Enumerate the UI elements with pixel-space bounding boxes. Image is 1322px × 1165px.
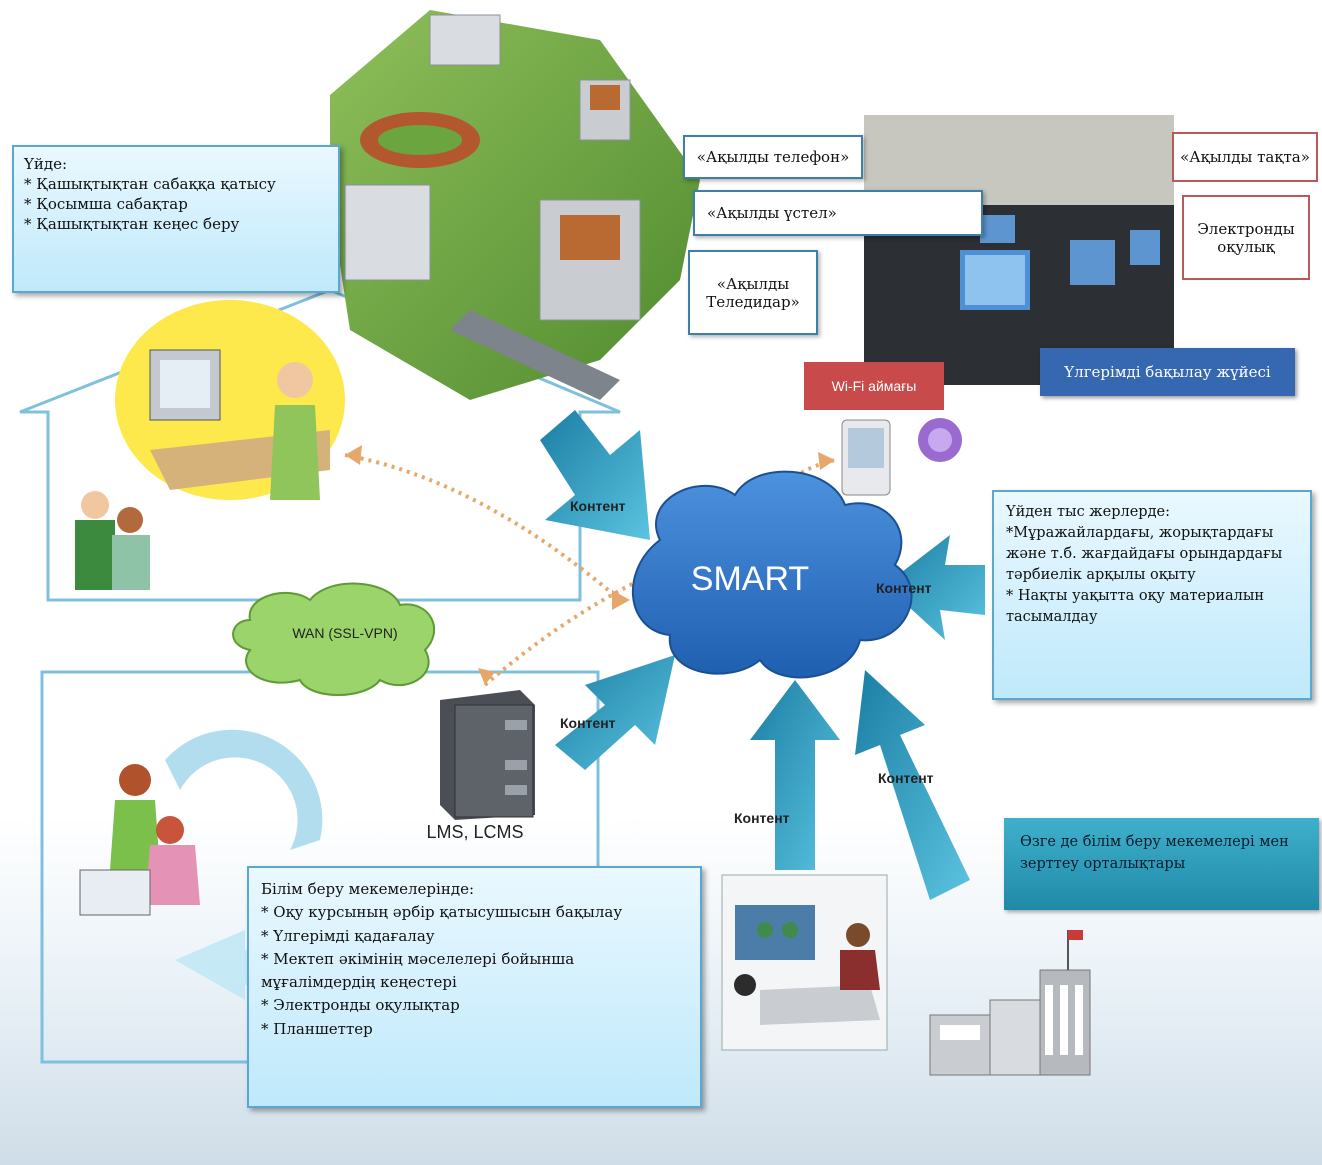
institutions-box-item: * Электронды оқулықтар [261,996,460,1015]
arrow-from-campus [540,410,650,540]
partners-box: Өзге де білім беру мекемелері мен зертте… [1004,818,1319,910]
institutions-box-item: * Мектеп әкімінің мәселелері бойынша мұғ… [261,949,575,991]
smart-board-label: «Ақылды тақта» [1172,132,1318,182]
arrow-from-server [555,655,675,770]
home-box-item: * Қосымша сабақтар [24,195,188,213]
institutions-box-item: * Үлгерімді қадағалау [261,926,435,945]
content-label-server: Контент [560,715,616,731]
smart-table-label: «Ақылды үстел» [693,190,983,236]
institutions-box: Білім беру мекемелерінде: * Оқу курсының… [247,866,702,1108]
server-illustration [440,690,535,820]
home-box-item: * Қашықтықтан сабаққа қатысу [24,175,276,193]
arrow-from-videoconf [750,680,840,870]
smart-cloud [631,470,913,679]
institutions-box-item: * Планшеттер [261,1019,373,1038]
smart-cloud-label: SMART [690,560,810,598]
content-label-outside: Контент [876,580,932,596]
ebook-label: Электронды оқулық [1182,195,1310,280]
home-box: Үйде: * Қашықтықтан сабаққа қатысу * Қос… [12,145,340,293]
institution-building-illustration [929,930,1091,1076]
arrow-from-outside [885,535,985,640]
content-label-videoconf: Контент [734,810,790,826]
teacher-student-illustration [79,729,323,1000]
dotted-arrow-head-home [345,445,362,465]
content-arrows [540,410,985,900]
progress-system-label: Үлгерімді бақылау жүйесі [1040,348,1295,396]
smart-phone-label: «Ақылды телефон» [683,135,863,179]
wan-cloud [232,582,436,696]
home-box-item: * Қашықтықтан кеңес беру [24,215,240,233]
home-box-title: Үйде: [24,155,68,173]
institutions-box-title: Білім беру мекемелерінде: [261,880,474,898]
wan-label: WAN (SSL-VPN) [292,625,398,641]
video-conference-illustration [721,874,888,1051]
content-label-campus: Контент [570,498,626,514]
computer-lab-photo [864,115,1174,385]
institutions-box-item: * Оқу курсының әрбір қатысушысын бақылау [261,903,623,922]
home-user-illustration [75,300,345,590]
campus-illustration [330,10,700,400]
wifi-zone-label: Wi-Fi аймағы [804,362,944,410]
dotted-arrow-head-server [478,668,495,685]
server-label: LMS, LCMS [426,822,524,842]
arrow-from-institution [855,670,970,900]
dotted-arrow-head-device [818,452,835,470]
outside-box-item: * Нақты уақытта оқу материалын тасымалда… [1006,588,1265,626]
devices-illustration [841,418,962,496]
outside-box-title: Үйден тыс жерлерде: [1006,504,1170,520]
dotted-arrow-head-cloud [612,590,630,610]
outside-box: Үйден тыс жерлерде: *Мұражайлардағы, жор… [992,490,1312,700]
content-label-institution: Контент [878,770,934,786]
home-box-list: * Қашықтықтан сабаққа қатысу * Қосымша с… [24,175,328,233]
smart-tv-label: «Ақылды Теледидар» [688,250,818,335]
outside-box-item: *Мұражайлардағы, жорықтардағы және т.б. … [1006,525,1283,584]
